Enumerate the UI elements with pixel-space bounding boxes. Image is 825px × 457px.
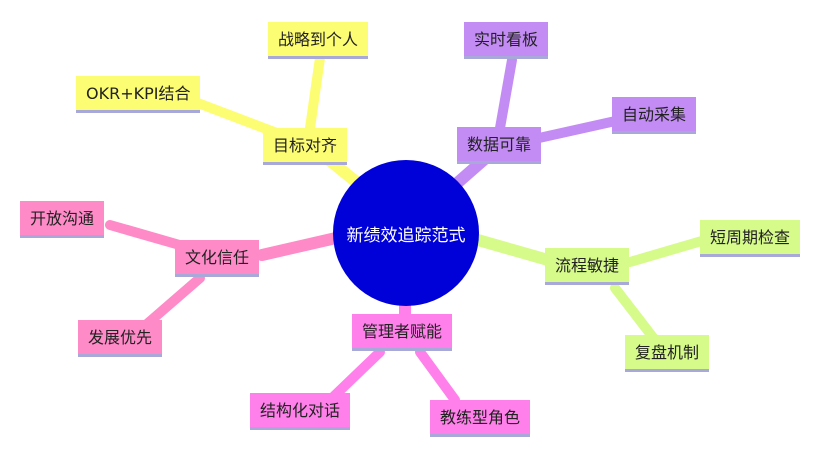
- topic-culture-trust[interactable]: 文化信任: [175, 240, 260, 277]
- topic-data-reliable[interactable]: 数据可靠: [457, 127, 542, 164]
- connector-culture: [256, 232, 342, 261]
- subtopic-review-mechanism[interactable]: 复盘机制: [625, 335, 710, 372]
- topic-goal-alignment[interactable]: 目标对齐: [263, 128, 348, 165]
- subtopic-strategy-to-individual[interactable]: 战略到个人: [268, 22, 369, 59]
- central-topic[interactable]: 新绩效追踪范式: [333, 160, 479, 306]
- subtopic-short-cycle-check[interactable]: 短周期检查: [700, 220, 801, 257]
- connector-process-short: [625, 235, 710, 267]
- subtopic-okr-kpi[interactable]: OKR+KPI结合: [76, 76, 201, 113]
- connector-manager-dialog: [325, 347, 385, 405]
- connector-manager-coach: [415, 347, 460, 405]
- connector-process-review: [610, 283, 660, 345]
- topic-manager-enable[interactable]: 管理者赋能: [352, 314, 453, 351]
- subtopic-development-first[interactable]: 发展优先: [78, 320, 163, 357]
- connector-data-collect: [525, 115, 625, 145]
- subtopic-open-communication[interactable]: 开放沟通: [20, 201, 105, 238]
- subtopic-structured-dialogue[interactable]: 结构化对话: [250, 393, 351, 430]
- subtopic-auto-collect[interactable]: 自动采集: [612, 97, 697, 134]
- connector-data-dashboard: [495, 55, 517, 133]
- subtopic-coach-role[interactable]: 教练型角色: [430, 400, 531, 437]
- connector-goal-strategy: [305, 53, 325, 133]
- subtopic-realtime-dashboard[interactable]: 实时看板: [464, 22, 549, 59]
- connector-process: [472, 234, 561, 268]
- topic-process-agile[interactable]: 流程敏捷: [545, 248, 630, 285]
